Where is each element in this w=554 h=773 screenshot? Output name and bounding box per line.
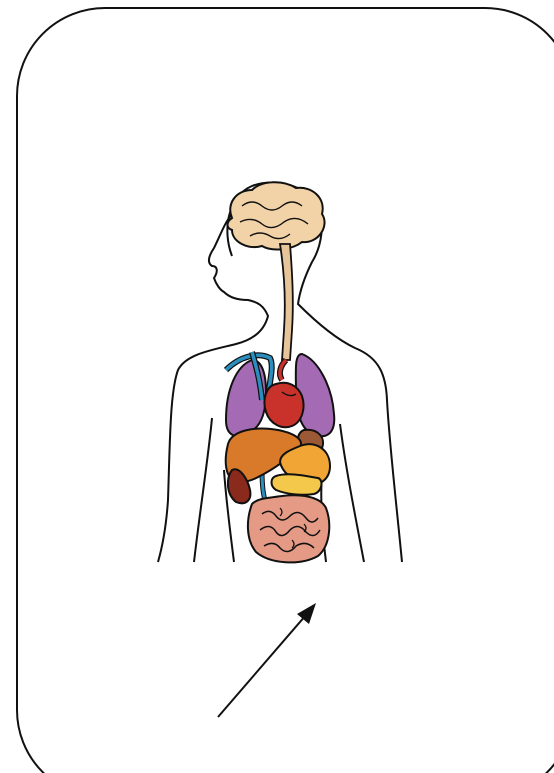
heart-icon <box>264 383 303 427</box>
pancreas-icon <box>272 474 322 494</box>
intestines-icon <box>248 495 329 562</box>
left-arm-inner <box>194 418 212 562</box>
right-arm-inner <box>340 424 364 562</box>
arrow-pointer-icon <box>218 603 316 717</box>
brain-icon <box>228 182 325 249</box>
spinal-cord-icon <box>280 244 293 360</box>
human-body-organs-icon <box>158 182 402 562</box>
